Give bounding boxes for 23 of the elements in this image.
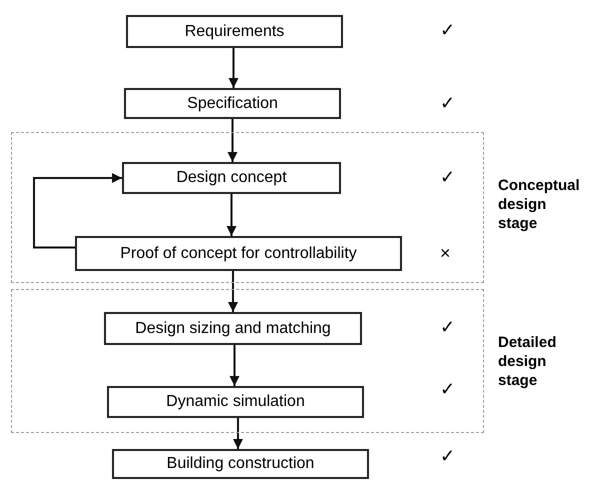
arrow	[226, 194, 236, 236]
process-box: Design sizing and matching	[104, 312, 362, 345]
status-mark: ✓	[440, 380, 455, 398]
status-mark: ✓	[440, 318, 455, 336]
process-box: Design concept	[122, 162, 341, 194]
process-box: Specification	[124, 88, 341, 119]
process-box: Proof of concept for controllability	[75, 236, 402, 271]
status-mark: ✓	[440, 21, 455, 39]
process-box: Dynamic simulation	[107, 386, 364, 418]
process-box: Building construction	[112, 449, 369, 479]
status-mark: ✓	[440, 168, 455, 186]
status-mark: ×	[440, 244, 451, 262]
stage-label: Detailed design stage	[498, 333, 558, 390]
arrow	[228, 119, 238, 162]
process-box: Requirements	[126, 15, 343, 48]
arrow	[233, 418, 243, 449]
status-mark: ✓	[440, 447, 455, 465]
arrow	[33, 173, 122, 248]
arrow	[228, 271, 238, 312]
status-mark: ✓	[440, 94, 455, 112]
arrow	[230, 345, 240, 386]
arrow	[228, 48, 238, 88]
stage-label: Conceptual design stage	[498, 176, 578, 233]
